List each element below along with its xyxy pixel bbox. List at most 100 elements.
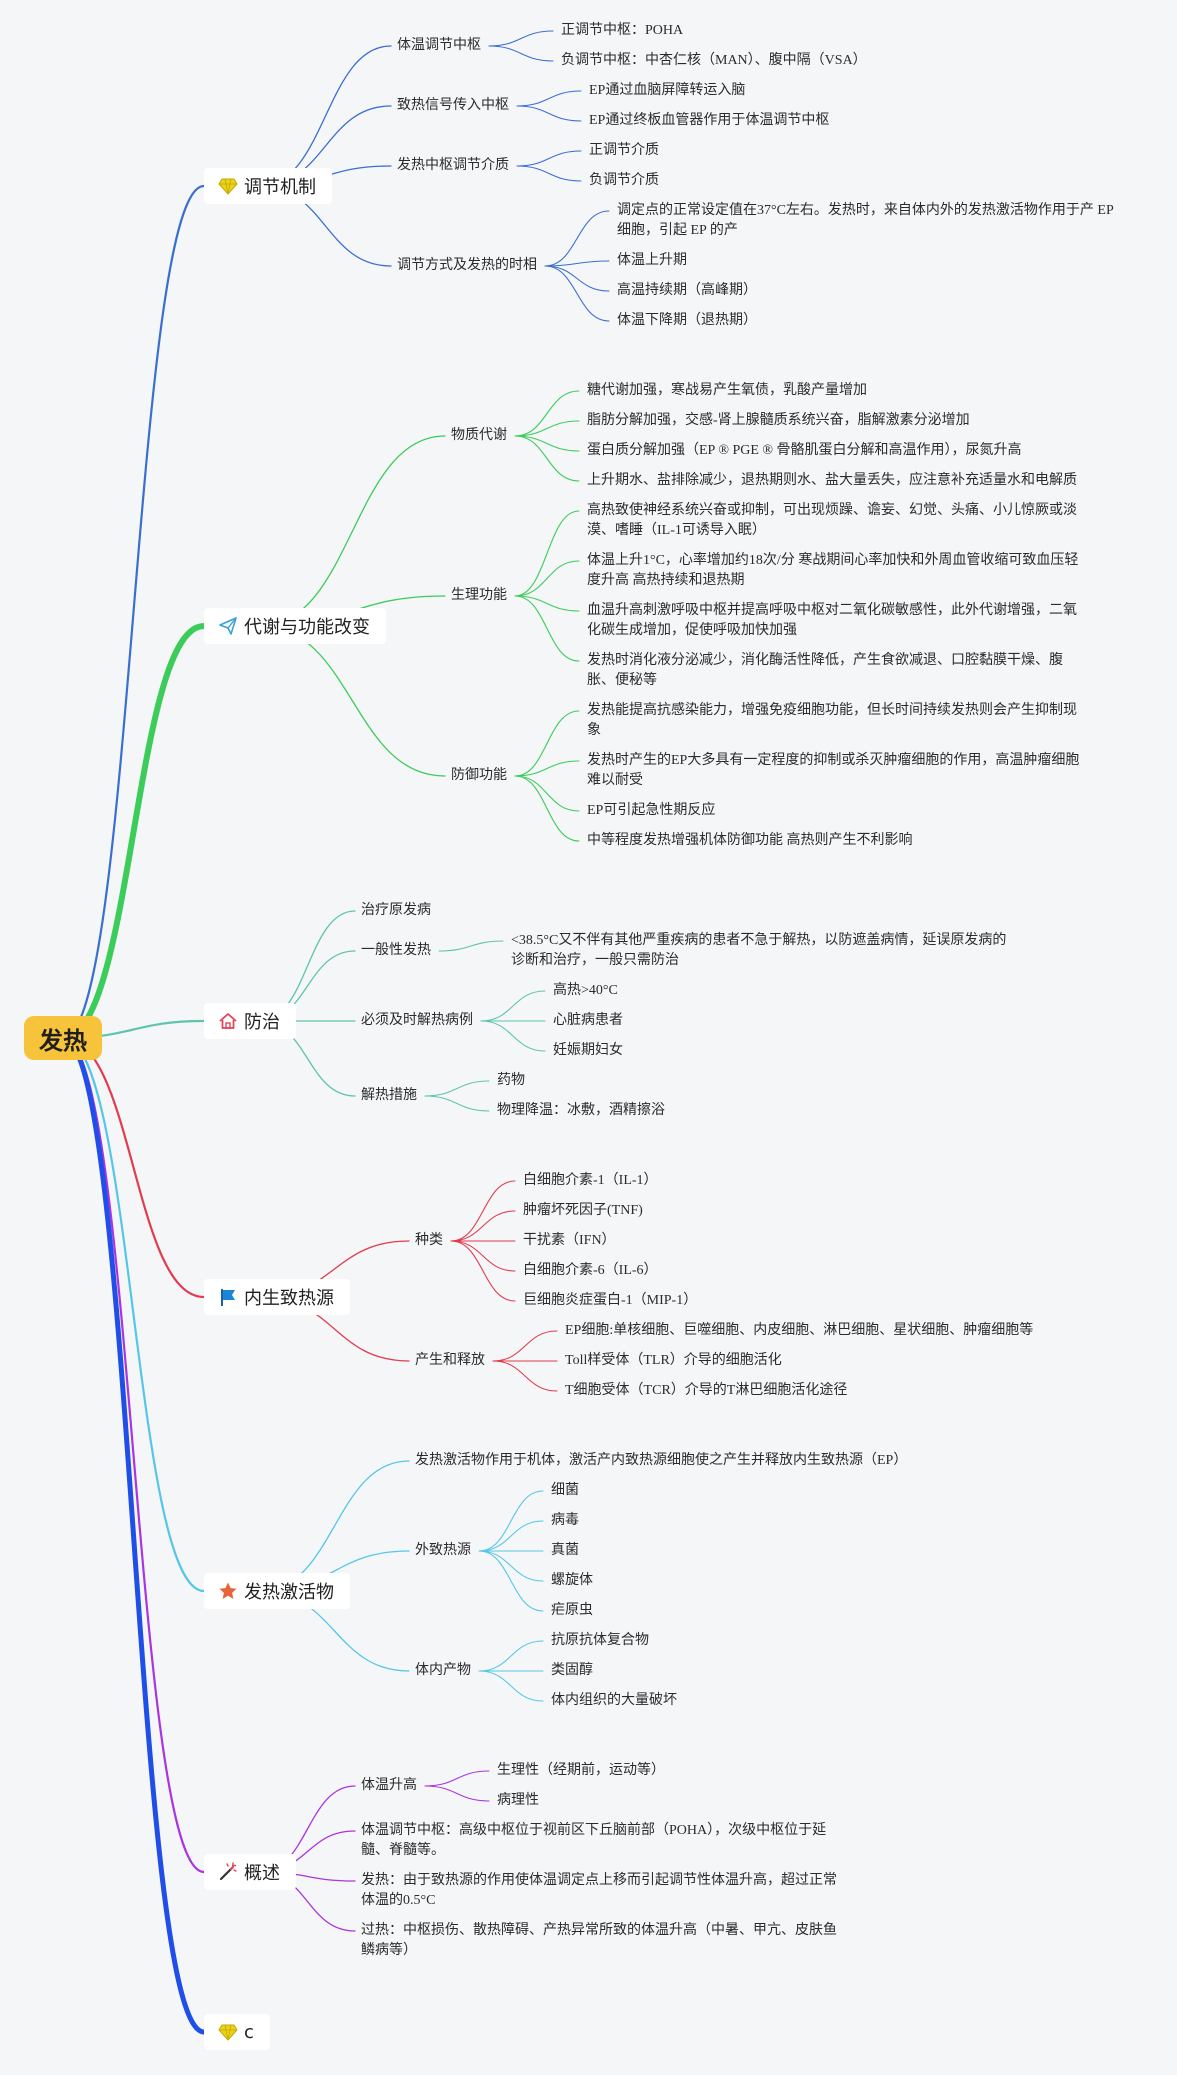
leaf-c2-b1_l3[interactable]: 蛋白质分解加强（EP ® PGE ® 骨骼肌蛋白分解和高温作用），尿氮升高 [587,443,1022,458]
leaf-c5-b2_l1[interactable]: 细菌 [551,1483,579,1498]
leaf-c2-b3_l3[interactable]: EP可引起急性期反应 [587,803,716,818]
star-icon [218,1581,244,1601]
leaf-c2-b3_l2[interactable]: 发热时产生的EP大多具有一定程度的抑制或杀灭肿瘤细胞的作用，高温肿瘤细胞难以耐受 [587,753,1080,788]
category-label: 概述 [244,1863,280,1884]
leaf-c4-b2_l2[interactable]: Toll样受体（TLR）介导的细胞活化 [565,1353,782,1368]
branch-c3-b1[interactable]: 治疗原发病 [361,903,431,918]
leaf-c4-b2_l1[interactable]: EP细胞:单核细胞、巨噬细胞、内皮细胞、淋巴细胞、星状细胞、肿瘤细胞等 [565,1323,1034,1338]
flag-icon [218,1287,244,1307]
leaf-c3-b3_l3[interactable]: 妊娠期妇女 [553,1043,623,1058]
leaf-c5-b2_l5[interactable]: 疟原虫 [551,1603,593,1618]
category-c2[interactable]: 代谢与功能改变 [204,608,386,644]
leaf-connector [492,1330,558,1362]
category-label: 防治 [244,1012,280,1033]
branch-c1-b1[interactable]: 体温调节中枢 [397,38,481,53]
leaf-connector [544,210,610,267]
leaf-c2-b3_l1[interactable]: 发热能提高抗感染能力，增强免疫细胞功能，但长时间持续发热则会产生抑制现象 [587,703,1077,738]
leaf-connector [514,390,580,437]
leaf-c5-b3_l1[interactable]: 抗原抗体复合物 [551,1633,649,1648]
leaf-c2-b2_l3[interactable]: 血温升高刺激呼吸中枢并提高呼吸中枢对二氧化碳敏感性，此外代谢增强，二氧化碳生成增… [587,603,1077,638]
leaf-c3-b3_l1[interactable]: 高热>40°C [553,983,618,998]
leaf-connector [450,1180,516,1242]
leaf-c4-b1_l5[interactable]: 巨细胞炎症蛋白-1（MIP-1） [523,1293,698,1308]
leaf-c4-b1_l4[interactable]: 白细胞介素-6（IL-6） [523,1263,658,1278]
branch-c6-b2[interactable]: 体温调节中枢：高级中枢位于视前区下丘脑前部（POHA），次级中枢位于延髓、脊髓等… [361,1823,827,1858]
category-c3[interactable]: 防治 [204,1003,296,1039]
leaf-connector [514,510,580,597]
category-label: 内生致热源 [244,1288,334,1309]
leaf-c1-b4_l2[interactable]: 体温上升期 [617,253,687,268]
leaf-c2-b3_l4[interactable]: 中等程度发热增强机体防御功能 高热则产生不利影响 [587,833,913,848]
branch-c5-b3[interactable]: 体内产物 [415,1663,471,1678]
leaf-c1-b3_l2[interactable]: 负调节介质 [589,173,659,188]
leaf-c4-b2_l3[interactable]: T细胞受体（TCR）介导的T淋巴细胞活化途径 [565,1383,848,1398]
leaf-connector [492,1360,558,1392]
leaf-connector [516,150,582,167]
branch-c6-b3[interactable]: 发热：由于致热源的作用使体温调定点上移而引起调节性体温升高，超过正常体温的0.5… [361,1873,837,1908]
leaf-connector [514,775,580,812]
category-c6[interactable]: 概述 [204,1854,296,1890]
leaf-c6-b1_l2[interactable]: 病理性 [497,1793,539,1808]
leaf-c6-b1_l1[interactable]: 生理性（经期前，运动等） [497,1763,665,1778]
branch-connector [259,45,392,187]
leaf-c2-b2_l1[interactable]: 高热致使神经系统兴奋或抑制，可出现烦躁、谵妄、幻觉、头痛、小儿惊厥或淡漠、嗜睡（… [587,503,1077,538]
leaf-c5-b3_l2[interactable]: 类固醇 [551,1663,593,1678]
leaf-c5-b2_l3[interactable]: 真菌 [551,1543,579,1558]
leaf-c1-b1_l2[interactable]: 负调节中枢：中杏仁核（MAN）、腹中隔（VSA） [561,53,867,68]
leaf-connector [450,1240,516,1302]
branch-c3-b3[interactable]: 必须及时解热病例 [361,1013,473,1028]
branch-c4-b2[interactable]: 产生和释放 [415,1353,485,1368]
branch-c3-b4[interactable]: 解热措施 [361,1088,417,1103]
leaf-connector [544,265,610,292]
leaf-c2-b1_l2[interactable]: 脂肪分解加强，交感-肾上腺髓质系统兴奋，脂解激素分泌增加 [587,413,970,428]
leaf-c1-b2_l1[interactable]: EP通过血脑屏障转运入脑 [589,83,746,98]
leaf-c2-b2_l2[interactable]: 体温上升1°C，心率增加约18次/分 寒战期间心率加快和外周血管收缩可致血压轻度… [587,553,1079,588]
leaf-connector [488,30,554,47]
leaf-connector [424,1770,490,1787]
leaf-c1-b3_l1[interactable]: 正调节介质 [589,143,659,158]
leaf-c2-b1_l4[interactable]: 上升期水、盐排除减少，退热期则水、盐大量丢失，应注意补充适量水和电解质 [587,473,1077,488]
category-c7[interactable]: c [204,2014,270,2050]
leaf-connector [488,45,554,62]
root-node[interactable]: 发热 [24,1016,102,1060]
leaf-c1-b4_l4[interactable]: 体温下降期（退热期） [617,313,757,328]
leaf-c5-b3_l3[interactable]: 体内组织的大量破坏 [551,1693,677,1708]
leaf-c3-b2_l1[interactable]: <38.5°C又不伴有其他严重疾病的患者不急于解热，以防遮盖病情，延误原发病的诊… [511,933,1007,968]
leaf-c4-b1_l2[interactable]: 肿瘤坏死因子(TNF) [523,1203,643,1218]
leaf-c1-b2_l2[interactable]: EP通过终板血管器作用于体温调节中枢 [589,113,830,128]
leaf-c4-b1_l3[interactable]: 干扰素（IFN） [523,1233,616,1248]
leaf-c3-b4_l2[interactable]: 物理降温：冰敷，酒精擦浴 [497,1103,665,1118]
branch-c5-b1[interactable]: 发热激活物作用于机体，激活产内致热源细胞使之产生并释放内生致热源（EP） [415,1453,908,1468]
leaf-c1-b1_l1[interactable]: 正调节中枢：POHA [561,23,684,38]
leaf-connector [424,1785,490,1802]
branch-c4-b1[interactable]: 种类 [415,1233,443,1248]
branch-c1-b4[interactable]: 调节方式及发热的时相 [397,258,537,273]
branch-c3-b2[interactable]: 一般性发热 [361,943,431,958]
leaf-connector [514,420,580,437]
branch-c2-b2[interactable]: 生理功能 [451,588,507,603]
leaf-c2-b1_l1[interactable]: 糖代谢加强，寒战易产生氧债，乳酸产量增加 [587,383,867,398]
leaf-c1-b4_l3[interactable]: 高温持续期（高峰期） [617,283,757,298]
leaf-c5-b2_l2[interactable]: 病毒 [551,1513,579,1528]
branch-c2-b3[interactable]: 防御功能 [451,768,507,783]
leaf-c3-b3_l2[interactable]: 心脏病患者 [553,1013,623,1028]
leaf-connector [478,1670,544,1702]
branch-c1-b3[interactable]: 发热中枢调节介质 [397,158,509,173]
home-icon [218,1011,244,1031]
branch-c6-b4[interactable]: 过热：中枢损伤、散热障碍、产热异常所致的体温升高（中暑、甲亢、皮肤鱼鳞病等） [361,1923,837,1958]
leaf-c4-b1_l1[interactable]: 白细胞介素-1（IL-1） [523,1173,658,1188]
leaf-c5-b2_l4[interactable]: 螺旋体 [551,1573,593,1588]
root-connector-c6 [61,1036,206,1874]
leaf-c2-b2_l4[interactable]: 发热时消化液分泌减少，消化酶活性降低，产生食欲减退、口腔黏膜干燥、腹胀、便秘等 [587,653,1063,688]
leaf-c1-b4_l1[interactable]: 调定点的正常设定值在37°C左右。发热时，来自体内外的发热激活物作用于产 EP … [617,203,1114,238]
leaf-connector [516,105,582,122]
category-c1[interactable]: 调节机制 [204,168,332,204]
branch-c2-b1[interactable]: 物质代谢 [451,428,507,443]
branch-c1-b2[interactable]: 致热信号传入中枢 [397,98,509,113]
leaf-c3-b4_l1[interactable]: 药物 [497,1073,525,1088]
branch-c5-b2[interactable]: 外致热源 [415,1543,471,1558]
category-c5[interactable]: 发热激活物 [204,1573,350,1609]
category-c4[interactable]: 内生致热源 [204,1279,350,1315]
gem-icon [218,176,244,196]
branch-c6-b1[interactable]: 体温升高 [361,1778,417,1793]
